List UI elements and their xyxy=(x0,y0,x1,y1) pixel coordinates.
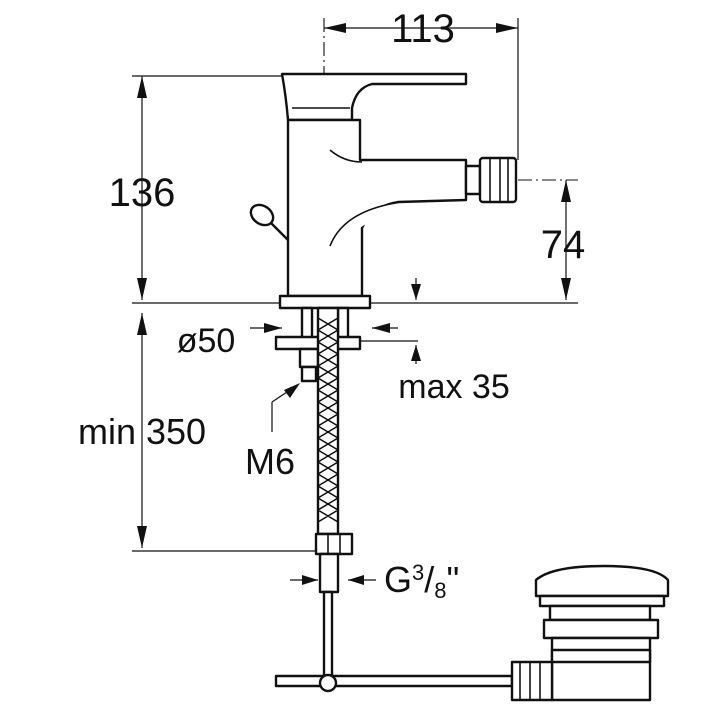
min-length-label: min 350 xyxy=(78,411,206,452)
hose-connector-thread xyxy=(318,552,340,594)
connection-label: G3/8" xyxy=(384,559,459,603)
height-label: 136 xyxy=(109,171,176,215)
hose-connector-nut xyxy=(314,532,354,556)
lever-handle xyxy=(280,72,468,122)
connection-label-main: G xyxy=(384,559,412,600)
dimension-labels: 113 136 74 ø50 max 35 min 350 M6 G3/8" xyxy=(78,7,585,603)
spout-nozzle xyxy=(478,156,518,204)
fixing-nut xyxy=(298,347,320,369)
popup-rod-thread xyxy=(300,365,318,383)
waste-neck xyxy=(548,604,652,622)
width-label: 113 xyxy=(391,7,455,51)
mounting-stud xyxy=(300,306,314,340)
popup-rod xyxy=(322,590,334,678)
waste-rod-housing xyxy=(510,660,554,702)
hose-braid xyxy=(317,317,339,523)
mounting-stud-right xyxy=(336,306,350,340)
popup-rod-clamp xyxy=(318,673,338,693)
waste-body xyxy=(550,636,652,702)
connection-label-slash: / xyxy=(424,559,434,600)
popup-waste xyxy=(510,564,670,702)
waste-tail xyxy=(550,648,652,664)
spout-height-label: 74 xyxy=(541,223,586,267)
rod-thread-label: M6 xyxy=(245,441,295,482)
max-thickness-label: max 35 xyxy=(398,368,510,406)
mixer-body xyxy=(249,72,518,310)
fixing-assembly xyxy=(274,306,514,693)
base-flange xyxy=(278,294,372,310)
waste-cap xyxy=(534,564,670,598)
dimension-lines xyxy=(132,18,578,585)
connection-label-den: 8 xyxy=(434,578,446,603)
popup-knob xyxy=(249,203,275,227)
connection-label-suffix: " xyxy=(447,559,460,600)
connection-label-num: 3 xyxy=(412,560,424,585)
popup-horizontal-rod xyxy=(274,674,514,688)
waste-flange xyxy=(538,594,666,608)
waste-nut xyxy=(542,618,660,640)
base-diameter-label: ø50 xyxy=(177,322,236,360)
spout-nozzle-base xyxy=(464,164,482,196)
